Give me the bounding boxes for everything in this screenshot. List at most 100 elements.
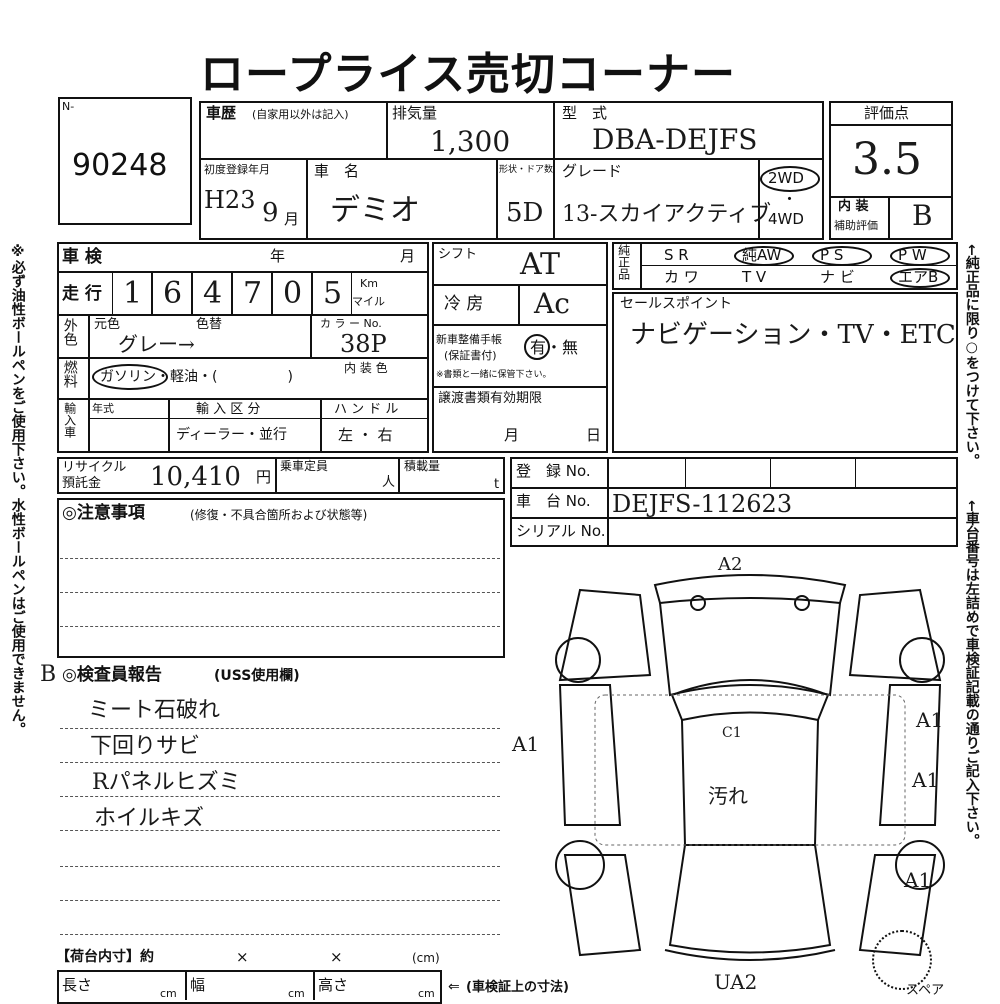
inspector-report-line: 下回りサビ bbox=[90, 734, 201, 759]
interior-value: B bbox=[912, 199, 933, 232]
capacity-unit: 人 bbox=[382, 475, 396, 490]
mileage-digit-cell: 6 bbox=[152, 273, 192, 314]
sales-point-label: セールスポイント bbox=[620, 296, 732, 312]
notes-sub: (修復・不具合箇所および状態等) bbox=[190, 508, 368, 522]
pure-item[interactable]: P W bbox=[898, 246, 927, 264]
interior-color-label: 内 装 色 bbox=[344, 361, 388, 375]
cargo-height-cm: cm bbox=[418, 987, 435, 1000]
diagram-right-1: A1 bbox=[916, 708, 944, 732]
cargo-arrow: ⇐ bbox=[448, 979, 460, 995]
pure-item[interactable]: T V bbox=[742, 268, 767, 286]
pure-parts-grid bbox=[612, 242, 958, 290]
cargo-x2: × bbox=[330, 948, 343, 966]
handle-label: ハ ン ド ル bbox=[334, 402, 399, 417]
fuel-gasoline-circle bbox=[92, 364, 168, 390]
ac-value: Ac bbox=[534, 287, 570, 320]
registration-label: 登 録 No. bbox=[516, 462, 591, 480]
inspection-year: 年 bbox=[270, 247, 286, 265]
manual-yes-circle bbox=[524, 334, 550, 360]
cargo-length: 長さ bbox=[62, 976, 93, 994]
registration-grid bbox=[510, 457, 958, 547]
first-reg-label: 初度登録年月 bbox=[204, 163, 270, 176]
color-orig: 元色 bbox=[94, 317, 121, 332]
load-unit: t bbox=[494, 477, 500, 492]
sales-point-box bbox=[612, 292, 958, 453]
diagram-front: A2 bbox=[718, 554, 743, 575]
drive-dot: ・ bbox=[782, 190, 798, 208]
score-value: 3.5 bbox=[852, 134, 922, 185]
recycle-value: 10,410 bbox=[150, 462, 241, 492]
pure-item[interactable]: ナ ビ bbox=[820, 268, 855, 286]
page-title: ロープライス売切コーナー bbox=[200, 49, 737, 100]
lot-number: 90248 bbox=[72, 148, 168, 183]
color-code-label: カ ラ ー No. bbox=[320, 317, 382, 330]
manual-label: 新車整備手帳 bbox=[436, 333, 502, 346]
mileage-unit-mile: マイル bbox=[352, 295, 385, 308]
mileage-unit-km: Km bbox=[360, 277, 378, 290]
car-diagram bbox=[555, 574, 945, 961]
cargo-length-cm: cm bbox=[160, 987, 177, 1000]
doors-value: 5D bbox=[506, 198, 544, 228]
model-label: 型 式 bbox=[562, 104, 608, 122]
pure-item[interactable]: 純AW bbox=[742, 246, 782, 264]
pure-item-circle bbox=[890, 268, 950, 288]
grade-label: グレード bbox=[562, 162, 623, 180]
inspection-label: 車 検 bbox=[62, 247, 102, 267]
color-changed: 色替 bbox=[196, 317, 223, 332]
top-info-grid bbox=[199, 101, 824, 240]
displacement-value: 1,300 bbox=[430, 125, 511, 158]
import-year-label: 年式 bbox=[92, 402, 114, 415]
side-note-right-bottom: ←車台番号は左詰めで車検証記載の通りご記入下さい。 bbox=[963, 500, 980, 848]
pure-item[interactable]: S R bbox=[664, 246, 689, 264]
notes-box bbox=[57, 498, 505, 658]
shift-value: AT bbox=[520, 247, 561, 282]
handle-value: 左 ・ 右 bbox=[338, 426, 393, 444]
pure-item[interactable]: エアB bbox=[898, 268, 939, 286]
mileage-digit: 1 bbox=[123, 276, 143, 311]
mileage-digit: 7 bbox=[243, 276, 263, 311]
mileage-digit-cell: 1 bbox=[112, 273, 152, 314]
pure-item[interactable]: P S bbox=[820, 246, 844, 264]
sales-point-value: ナビゲーション・TV・ETC bbox=[630, 320, 956, 350]
transfer-label: 譲渡書類有効期限 bbox=[438, 391, 543, 406]
import-kind-label: 輸 入 区 分 bbox=[196, 402, 261, 417]
color-value: グレー→ bbox=[118, 332, 195, 356]
first-reg-month-unit: 月 bbox=[284, 210, 300, 228]
aux-label: 補助評価 bbox=[834, 219, 878, 232]
drive-4wd[interactable]: 4WD bbox=[768, 210, 804, 228]
cargo-grid bbox=[57, 970, 442, 1004]
grade-value: 13-スカイアクティブ bbox=[562, 202, 772, 227]
manual-value: 有・無 bbox=[530, 338, 579, 357]
inspector-mark: B bbox=[40, 662, 57, 687]
history-label: 車歴 bbox=[206, 104, 237, 122]
shift-label: シフト bbox=[438, 247, 478, 262]
import-kind-value: ディーラー・並行 bbox=[176, 427, 288, 443]
diagram-right-2: A1 bbox=[912, 768, 940, 792]
cargo-label: 【荷台内寸】約 bbox=[56, 949, 154, 965]
cargo-unit: (cm) bbox=[412, 951, 440, 965]
score-box bbox=[829, 101, 953, 240]
chassis-label: 車 台 No. bbox=[516, 492, 591, 510]
inspector-report-line: ミート石破れ bbox=[88, 698, 221, 723]
drive-2wd[interactable]: 2WD bbox=[768, 169, 804, 187]
notes-label: ◎注意事項 bbox=[62, 503, 145, 523]
inspection-month: 月 bbox=[400, 247, 416, 265]
inspector-report-line: Rパネルヒズミ bbox=[92, 770, 241, 795]
lot-box: N- 90248 bbox=[58, 97, 192, 225]
fuel-label: 燃料 bbox=[61, 360, 78, 388]
cargo-x1: × bbox=[236, 948, 249, 966]
pure-item[interactable]: カ ワ bbox=[664, 268, 699, 286]
drive-2wd-circle bbox=[760, 166, 820, 192]
mileage-digit-cell: 5 bbox=[312, 273, 352, 314]
load-label: 積載量 bbox=[404, 459, 441, 473]
interior-label: 内 装 bbox=[838, 199, 869, 214]
manual-sub: (保証書付) bbox=[444, 349, 497, 362]
cargo-note: (車検証上の寸法) bbox=[466, 980, 569, 995]
cargo-height: 高さ bbox=[318, 976, 349, 994]
chassis-value: DEJFS-112623 bbox=[612, 490, 793, 518]
diagram-left: A1 bbox=[512, 732, 540, 756]
serial-label: シリアル No. bbox=[516, 522, 606, 540]
manual-note: ※書類と一緒に保管下さい。 bbox=[436, 370, 552, 380]
side-note-right-top: ←純正品に限り○をつけて下さい。 bbox=[963, 244, 980, 468]
diagram-roof: C1 bbox=[722, 725, 742, 741]
